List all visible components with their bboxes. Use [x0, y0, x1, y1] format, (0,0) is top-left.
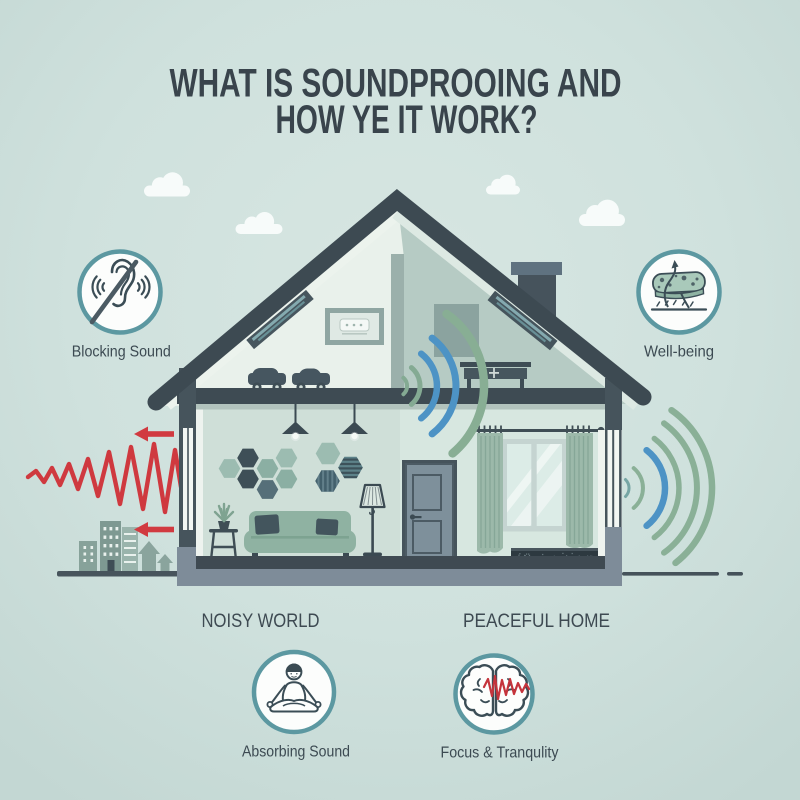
svg-text:Well-being: Well-being — [644, 344, 714, 361]
svg-text:Blocking Sound: Blocking Sound — [72, 344, 171, 361]
svg-text:Absorbing Sound: Absorbing Sound — [242, 744, 350, 761]
svg-text:PEACEFUL HOME: PEACEFUL HOME — [463, 610, 610, 632]
svg-text:HOW YE IT WORK?: HOW YE IT WORK? — [276, 98, 538, 142]
svg-text:Focus & Tranqulity: Focus & Tranqulity — [441, 745, 559, 762]
svg-text:NOISY WORLD: NOISY WORLD — [202, 610, 320, 632]
svg-text:WHAT IS SOUNDPROOING AND: WHAT IS SOUNDPROOING AND — [170, 62, 622, 106]
